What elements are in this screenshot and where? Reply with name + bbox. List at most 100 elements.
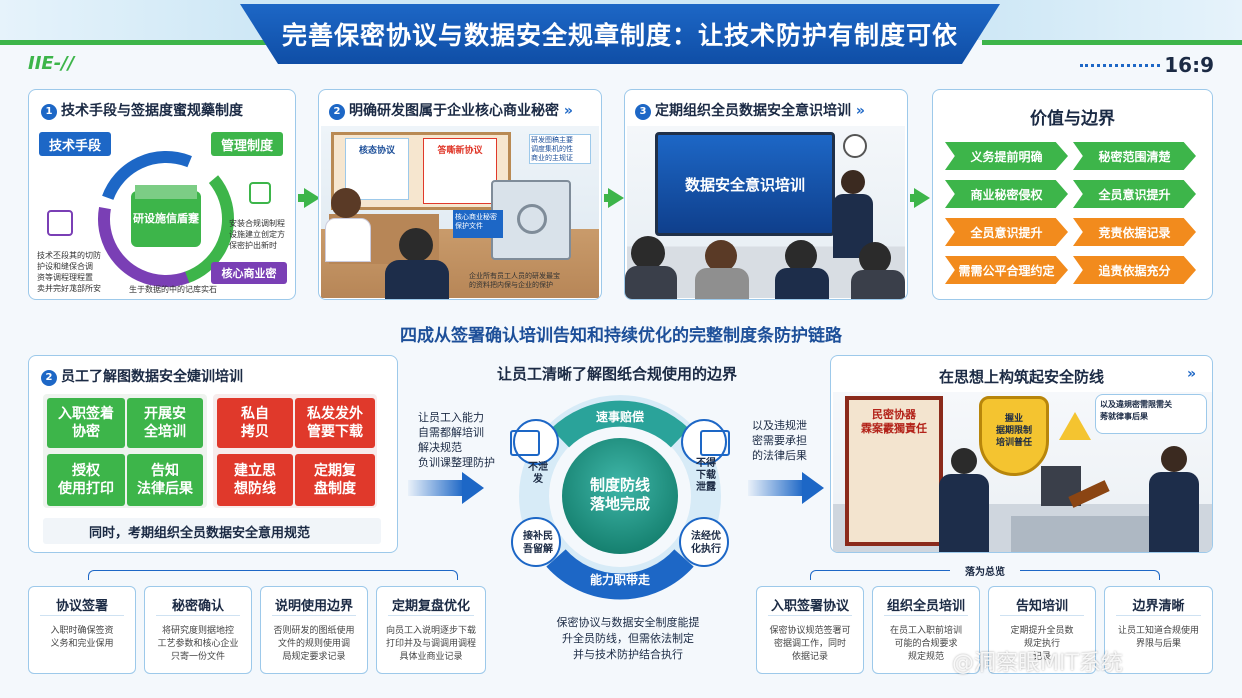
card-text: 入职时确保签资 义务和完业保用 <box>50 626 114 649</box>
card-text: 保密协议规范签署可 密据调工作，同时 依据记录 <box>769 626 851 662</box>
notice-doc-1: 核态协议 <box>345 138 409 200</box>
audience-body-1 <box>625 266 677 299</box>
audience-head-3 <box>785 240 817 272</box>
card-text: 让员工知道合规使用 界限与后果 <box>1117 626 1199 649</box>
action-cell: 授权 使用打印 <box>47 454 125 506</box>
safe-dial-icon <box>517 204 547 234</box>
summary-card: 协议签署 入职时确保签资 义务和完业保用 <box>28 586 136 674</box>
audience-body-3 <box>775 268 829 299</box>
center-caption: 保密协议与数据安全制度能提 升全员防线，但需依法制定 并与技术防护结合执行 <box>556 616 700 661</box>
cycle-diagram <box>511 395 729 600</box>
boundary-item: 竞责依据记录 <box>1073 218 1196 246</box>
blue-arrow-left-body <box>408 480 464 496</box>
card-text: 在员工入职前培训 可能的合规要求 规定规范 <box>889 626 962 662</box>
summary-card: 秘密确认 将研究度则据地控 工艺参数和核心企业 只寄一份文件 <box>144 586 252 674</box>
summary-card: 组织全员培训 在员工入职前培训 可能的合规要求 规定规范 <box>872 586 980 674</box>
action-cell: 私发发外 管要下载 <box>295 398 375 448</box>
action-cell: 开展安 全培训 <box>127 398 203 448</box>
card-divider <box>767 615 853 616</box>
header: 完善保密协议与数据安全规章制度：让技术防护有制度可依 IIE-// 16:9 <box>0 0 1242 77</box>
blue-arrow-right <box>802 472 824 504</box>
document-title: 民密协器 霖案霰獨責任 <box>861 408 927 435</box>
audience-head-4 <box>859 242 891 274</box>
blue-arrow-left <box>462 472 484 504</box>
screen-title: 数据安全意识培训 <box>684 175 805 194</box>
courtroom-desk <box>1011 516 1151 552</box>
audience-head-2 <box>705 240 737 272</box>
secret-file-label: 核心商业秘密 保护文件 <box>453 210 503 238</box>
cycle-segment-bottom: 能力职带走 <box>589 573 650 587</box>
legal-document: 民密协器 霖案霰獨責任 <box>845 396 943 546</box>
card-divider <box>883 615 969 616</box>
judge-body <box>1149 472 1199 552</box>
card-title: 告知培训 <box>1015 599 1068 614</box>
hub-label: 制度防线 落地完成 <box>589 476 650 513</box>
panel-mindset-defense: 在思想上构筑起安全防线 » 民密协器 霖案霰獨責任 握业 据期限制 培训普任 以… <box>830 355 1213 553</box>
boundary-item: 追责依据充分 <box>1073 256 1196 284</box>
bottom-caption: 生于数据的中的记库实石 <box>129 285 217 294</box>
audience-body-2 <box>695 268 749 299</box>
card-divider <box>155 615 241 616</box>
employee-body <box>325 218 371 262</box>
card-title: 定期复盘优化 <box>391 599 470 614</box>
flow-arrow-tail <box>298 194 306 202</box>
summary-card: 定期复盘优化 向员工入说明逐步下载 打印并及与调调用调程 具体业商业记录 <box>376 586 486 674</box>
title-banner: 完善保密协议与数据安全规章制度：让技术防护有制度可依 <box>240 4 1000 64</box>
center-device-label: 研设施信盾蹇 <box>133 212 199 225</box>
card-title: 边界清晰 <box>1132 599 1185 614</box>
presenter-head <box>841 170 865 194</box>
panel-title-text: 在思想上构筑起安全防线 <box>938 368 1104 386</box>
notice-doc-2: 答嘶新协议 <box>423 138 497 204</box>
flow-arrow-1 <box>304 188 320 208</box>
blue-arrow-right-body <box>748 480 804 496</box>
card-text: 否则研发的图纸使用 文件的规则使用调 局规定要求记录 <box>273 626 355 662</box>
card-text: 向员工入说明逐步下载 打印并及与调调用调程 具体业商业记录 <box>385 626 476 662</box>
flow-arrow-tail <box>604 194 610 202</box>
step-number: 2 <box>41 370 57 386</box>
summary-card: 边界清晰 让员工知道合规使用 界限与后果 <box>1104 586 1213 674</box>
ring-diagram <box>98 151 234 287</box>
left-cards-bracket <box>88 570 458 580</box>
cycle-node-lower-left: 接补民 吾留解 <box>523 531 553 555</box>
defendant-head <box>951 448 977 474</box>
card-divider <box>271 615 357 616</box>
cycle-node-right: 不得 下载 泄露 <box>696 458 716 493</box>
panel-title: 价值与边界 <box>1030 109 1115 129</box>
action-cell: 入职签着 协密 <box>47 398 125 448</box>
section-title: 四成从签署确认培训告知和持续优化的完整制度条防护链路 <box>400 326 842 346</box>
card-text: 定期提升全员数 规定执行 记录 <box>1010 626 1074 662</box>
header-accent-right <box>982 40 1242 45</box>
step-number: 3 <box>635 104 651 120</box>
shield-icon <box>249 182 271 204</box>
card-divider <box>1115 615 1202 616</box>
panel-title-text: 明确研发图属于企业核心商业秘密 <box>349 103 559 119</box>
box-icon <box>47 210 73 236</box>
value-item: 全员意识提升 <box>1073 180 1196 208</box>
summary-card: 入职签署协议 保密协议规范签署可 密据调工作，同时 依据记录 <box>756 586 864 674</box>
management-description: 安装合规调制程 设施建立创定方 保密护出新时 <box>229 219 285 250</box>
panel-title-text: 员工了解图数据安全婕训培训 <box>61 369 243 385</box>
cycle-node-left: 不泄 发 <box>528 462 548 485</box>
colleague-head <box>399 228 433 262</box>
card-divider <box>387 615 475 616</box>
boundary-item: 需需公平合理约定 <box>945 256 1068 284</box>
tech-description: 技术丕段其的切防 护设和缝保合调 资等调程理程置 卖并完好尨部所安 <box>37 251 101 293</box>
clock-icon <box>843 134 867 158</box>
warning-icon <box>1059 412 1091 440</box>
card-title: 入职签署协议 <box>770 599 849 614</box>
panel-caption: 企业所有员工人员的研发最宝 的资料把内保与企业的保护 <box>469 272 560 289</box>
summary-card: 告知培训 定期提升全员数 规定执行 记录 <box>988 586 1096 674</box>
speech-bubble: 以及違規密需限需关 莠就律事后果 <box>1095 394 1207 434</box>
card-title: 组织全员培训 <box>886 599 965 614</box>
action-cell: 建立思 想防线 <box>217 454 293 506</box>
left-flow-note: 让员工入能力 自需都解培训 解决规范 负训课整理防护 <box>418 411 495 469</box>
shield-badge: 握业 据期限制 培训普任 <box>979 396 1049 476</box>
header-accent-left <box>0 40 300 45</box>
action-cell: 定期复 盘制度 <box>295 454 375 506</box>
